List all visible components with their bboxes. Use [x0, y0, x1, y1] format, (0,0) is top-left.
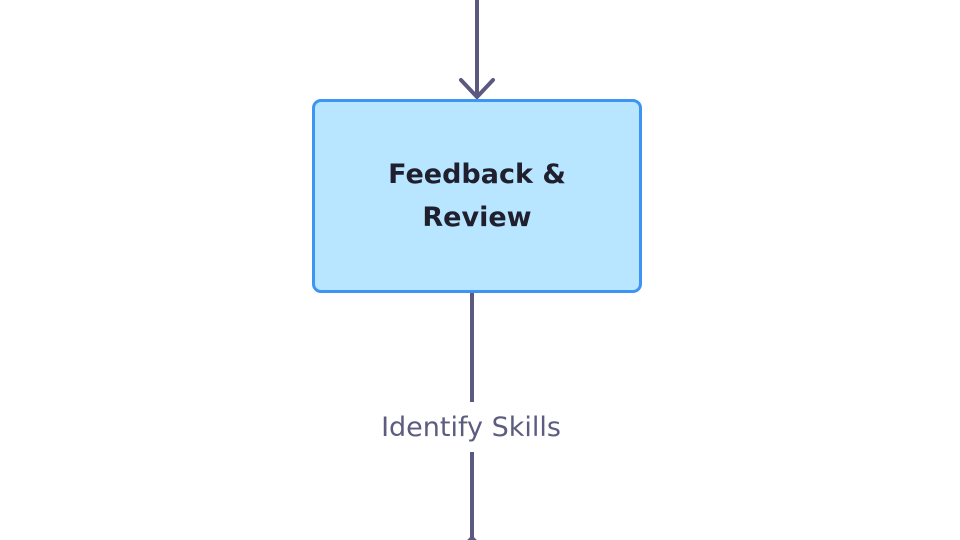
- node-feedback-review[interactable]: Feedback & Review: [312, 99, 642, 293]
- node-feedback-review-label: Feedback & Review: [388, 159, 566, 233]
- outgoing-arrowhead-partial: [467, 536, 477, 540]
- edge-label-identify-skills: Identify Skills: [360, 402, 582, 452]
- incoming-arrowhead: [459, 78, 495, 99]
